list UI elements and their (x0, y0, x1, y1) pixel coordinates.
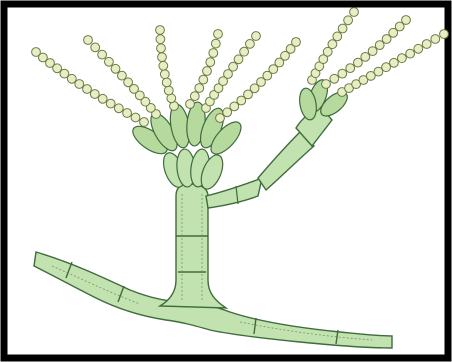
conidium (98, 94, 107, 103)
conidium (106, 99, 115, 108)
conidium (344, 16, 353, 25)
conidium (414, 44, 423, 53)
conidium (111, 64, 120, 73)
conidium (159, 61, 168, 70)
conidium (240, 47, 249, 56)
conidium (214, 30, 223, 39)
conidium (114, 104, 123, 113)
conidium (246, 40, 255, 49)
conidium (292, 38, 301, 47)
conidium (98, 50, 107, 59)
conidium (84, 36, 93, 45)
conidium (91, 43, 100, 52)
conidium (158, 53, 167, 62)
conidium (160, 70, 169, 79)
conidium (229, 62, 238, 71)
conidium (131, 113, 140, 122)
conidium (140, 118, 149, 127)
conidium (252, 32, 261, 41)
conidium (338, 69, 347, 78)
conidium (118, 71, 127, 80)
conidium (206, 58, 215, 67)
conidium (346, 64, 355, 73)
conidium (361, 53, 370, 62)
conidium (330, 74, 339, 83)
conidium (157, 44, 166, 53)
conidia-chain (216, 38, 301, 123)
conidium (164, 86, 173, 95)
conidium (390, 58, 399, 67)
conidium (350, 8, 359, 17)
conidium (32, 48, 41, 57)
conidia-chains (32, 8, 449, 127)
side-branch (206, 108, 332, 208)
conidium (209, 49, 218, 58)
conidium (398, 54, 407, 63)
conidium (203, 67, 212, 76)
conidium (338, 24, 347, 33)
conidium (368, 47, 377, 56)
conidium (406, 49, 415, 58)
conidium (354, 58, 363, 67)
diagram-border (4, 4, 448, 358)
conidium (156, 26, 165, 35)
conidium (75, 80, 84, 89)
conidium (162, 78, 171, 87)
conidia-chain (156, 26, 179, 111)
conidium (90, 90, 99, 99)
conidium (123, 109, 132, 118)
conidium (322, 80, 331, 89)
conidium (440, 30, 449, 39)
conidium (190, 92, 199, 101)
conidium (223, 108, 232, 117)
conidium (105, 57, 114, 66)
conidium (199, 75, 208, 84)
conidium (156, 35, 165, 44)
conidium (333, 32, 342, 41)
conidium (83, 85, 92, 94)
conidium (422, 40, 431, 49)
conidium (211, 39, 220, 48)
conidium (234, 55, 243, 64)
conidium (186, 100, 195, 109)
conidium (431, 35, 440, 44)
conidium (382, 63, 391, 72)
conidium (195, 84, 204, 93)
conidium (328, 40, 337, 49)
conidium (402, 16, 411, 25)
